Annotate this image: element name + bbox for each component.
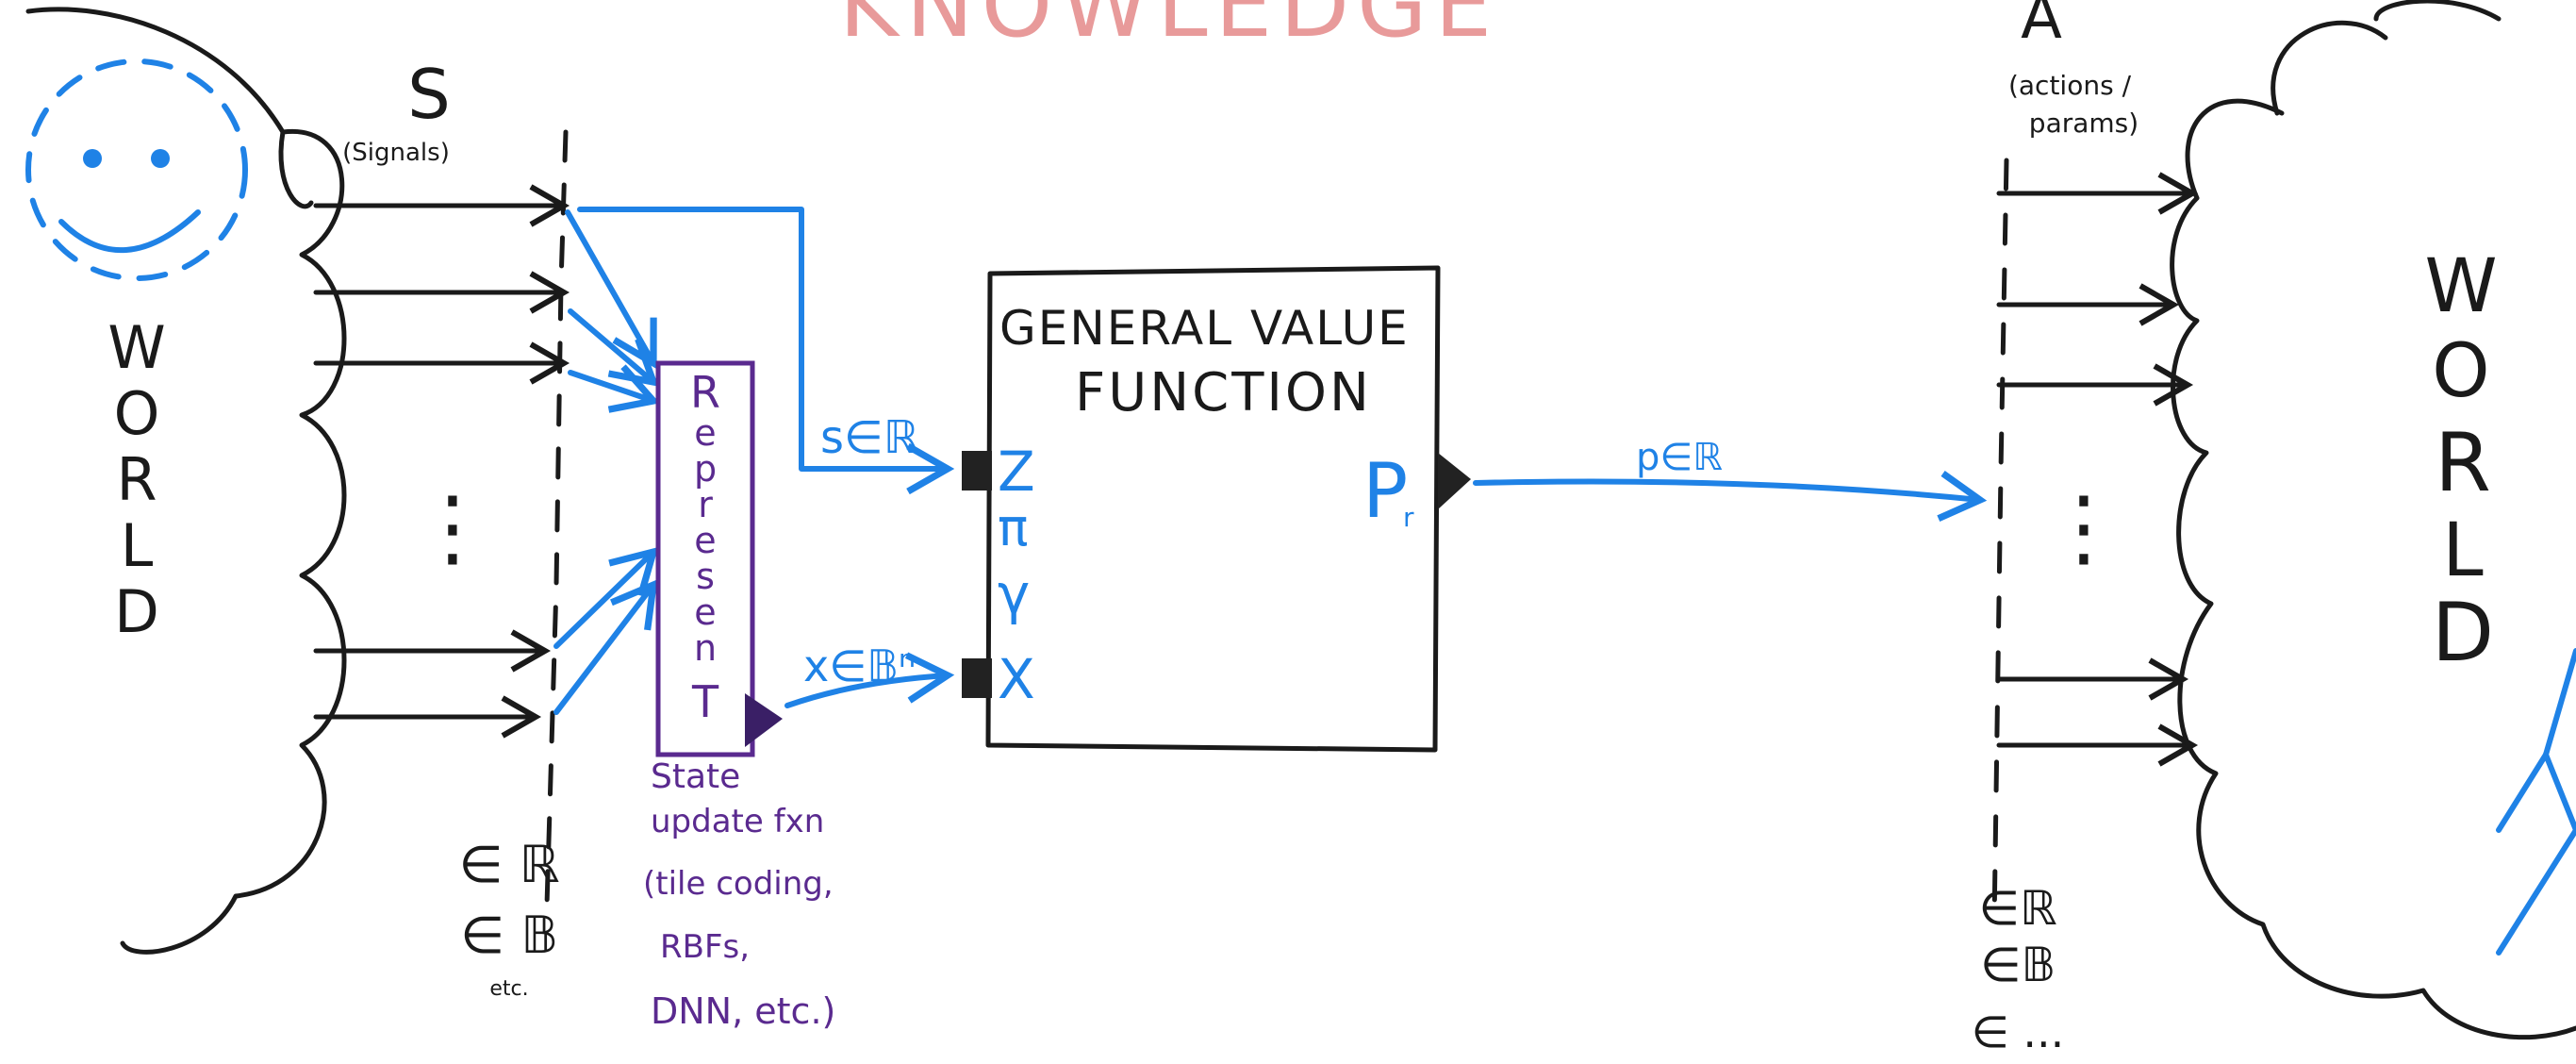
signal-arrows [313,184,570,739]
svg-text:X: X [998,647,1035,711]
svg-text:T: T [691,676,719,727]
svg-text:W: W [2424,244,2497,329]
s-edge-label: s∈ℝ [820,411,919,464]
svg-text:params): params) [2029,108,2138,139]
svg-text:n: n [694,627,717,669]
svg-text:e: e [694,412,716,454]
represent-box [655,360,755,757]
svg-text:RBFs,: RBFs, [660,928,750,966]
svg-text:D: D [2432,586,2494,680]
svg-text:(tile coding,: (tile coding, [643,865,834,903]
svg-text:e: e [694,591,716,633]
gvf-output-port [1438,453,1471,509]
gvf-input-port-z [962,451,992,490]
svg-text:FUNCTION: FUNCTION [1075,362,1372,424]
svg-text:e: e [694,520,716,561]
actions-caption: (actions / params) [2008,70,2138,139]
svg-text:R: R [116,445,157,514]
p-edge-arrow [1473,471,1988,522]
svg-text:update fxn: update fxn [651,803,824,840]
actions-ellipsis: ⋮ [2041,478,2126,577]
actions-symbol: A [2021,0,2062,53]
svg-text:R: R [2435,416,2491,510]
actions-type-real: ∈ℝ [1978,881,2056,936]
gvf-output-label: P [1362,447,1408,535]
svg-text:r: r [698,484,713,525]
smiley-icon [25,58,248,281]
x-edge-label: x∈𝔹ⁿ [803,640,916,691]
signals-divider [544,129,569,908]
gvf-box [985,265,1441,753]
gvf-output-subscript: r [1403,502,1414,533]
actions-type-other: ∈ ... [1972,1006,2065,1057]
s-edge-arrow [577,207,955,495]
gvf-input-port-x [962,658,992,698]
svg-text:D: D [114,577,159,646]
signals-type-real: ∈ ℝ [459,835,560,894]
signals-type-etc: etc. [489,977,528,1001]
svg-text:γ: γ [998,562,1030,626]
right-world-label: W O R L D [2424,244,2497,680]
x-edge-arrow [784,652,955,708]
svg-text:R: R [690,367,720,418]
represent-caption: State update fxn (tile coding, RBFs, DNN… [643,757,835,1032]
svg-text:L: L [121,511,154,580]
svg-text:GENERAL VALUE: GENERAL VALUE [999,301,1410,356]
svg-text:s: s [696,556,715,597]
svg-text:p: p [694,448,717,490]
represent-output-port [745,693,783,747]
svg-text:O: O [2432,329,2489,414]
p-edge-label: p∈ℝ [1636,436,1723,479]
signals-type-binary: ∈ 𝔹 [460,906,558,965]
gvf-title: GENERAL VALUE FUNCTION [999,301,1410,424]
left-world-cloud [25,7,347,955]
stick-figure-icon [2496,648,2576,956]
svg-text:π: π [998,498,1029,557]
signals-ellipsis: ⋮ [410,478,495,577]
svg-text:DNN, etc.): DNN, etc.) [651,990,835,1032]
title: KNOWLEDGE [839,0,1499,58]
action-arrows [1996,172,2199,767]
svg-text:O: O [114,379,160,448]
actions-divider [1991,158,2009,927]
svg-text:Z: Z [998,440,1035,504]
right-world-cloud [2170,0,2576,1040]
represent-label: R e p r e s e n T [690,367,720,727]
svg-text:(actions /: (actions / [2008,70,2132,101]
actions-type-binary: ∈𝔹 [1980,938,2056,992]
signals-caption: (Signals) [342,139,450,167]
signal-to-represent-arrows [553,209,660,715]
gvf-inputs: Z π γ X [998,440,1035,711]
left-world-label: W O R L D [107,313,165,646]
svg-text:W: W [107,313,165,382]
svg-text:State: State [651,757,740,796]
signals-symbol: S [407,55,451,134]
svg-text:L: L [2442,508,2484,593]
